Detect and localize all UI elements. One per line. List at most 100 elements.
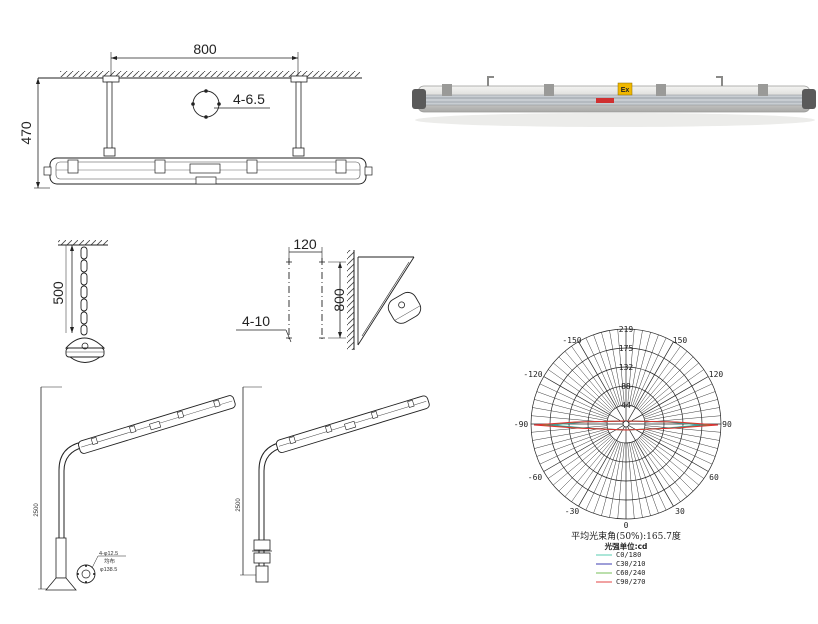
polar-angle-label-neg90: -90 xyxy=(514,420,529,429)
pole-base-note-2: 均布 xyxy=(104,557,116,565)
dim-bracket-holes: 4-10 xyxy=(242,313,270,329)
dim-span: 800 xyxy=(193,41,217,57)
polar-ring-label-132: 132 xyxy=(619,363,634,372)
wall-bracket-drawing: 120 800 4-10 xyxy=(236,236,422,350)
polar-spoke xyxy=(636,439,681,502)
polar-spoke xyxy=(629,330,643,406)
polar-spoke xyxy=(643,430,716,457)
polar-ring-label-219: 219 xyxy=(619,325,634,334)
polar-curves xyxy=(533,420,719,431)
polar-ring-label-175: 175 xyxy=(619,344,634,353)
polar-spoke xyxy=(636,346,681,409)
pole-base-note-1: 4-φ12.5 xyxy=(99,551,118,557)
dim-pole-height-left: 2500 xyxy=(34,503,40,517)
polar-spoke xyxy=(627,329,635,406)
dim-bracket-spacing: 120 xyxy=(293,236,317,252)
polar-spoke xyxy=(601,332,622,406)
pole-mount-drawing-left: 2500 4-φ12.5 均布 φ138.5 xyxy=(34,386,236,591)
polar-spoke xyxy=(553,362,612,412)
polar-spoke xyxy=(629,442,643,518)
unit-caption: 光强单位:cd xyxy=(604,541,648,551)
polar-spoke xyxy=(571,346,616,409)
suspension-rod-left xyxy=(106,81,113,155)
polar-angle-label-neg60: -60 xyxy=(528,473,543,482)
polar-angle-label-120: 120 xyxy=(709,370,724,379)
polar-spoke xyxy=(638,351,688,410)
polar-angle-label-neg120: -120 xyxy=(523,370,542,379)
polar-spoke xyxy=(644,428,718,449)
ex-badge xyxy=(617,82,633,96)
polar-spoke xyxy=(617,329,625,406)
polar-spoke xyxy=(633,441,667,511)
polar-spoke xyxy=(531,425,608,433)
polar-spoke xyxy=(536,391,609,418)
product-photo: Ex xyxy=(412,76,816,127)
polar-spoke xyxy=(578,341,627,425)
polar-spoke xyxy=(617,442,625,519)
hole-detail xyxy=(192,90,220,118)
polar-angle-label-0: 0 xyxy=(624,521,629,530)
polar-spoke xyxy=(532,407,608,421)
polar-spoke xyxy=(633,337,667,407)
polar-curve-90 xyxy=(533,420,719,431)
beam-angle-caption: 平均光束角(50%):165.7度 xyxy=(571,530,681,542)
polar-spoke xyxy=(643,431,713,465)
pole-luminaire-left xyxy=(78,395,236,454)
polar-spoke xyxy=(627,442,635,519)
end-cap-left xyxy=(412,89,426,109)
warning-label xyxy=(596,98,614,103)
polar-spoke xyxy=(625,376,709,425)
polar-spoke xyxy=(644,407,720,421)
pole-luminaire-right xyxy=(275,395,430,453)
polar-spoke xyxy=(625,423,674,507)
dim-pole-height-right: 2500 xyxy=(236,498,242,512)
polar-spoke xyxy=(585,441,619,511)
chain-mount-drawing: 500 xyxy=(50,240,108,363)
polar-spoke xyxy=(558,356,613,411)
polar-spoke xyxy=(639,356,694,411)
polar-spoke xyxy=(641,434,704,479)
luminaire-wall-view xyxy=(387,291,422,324)
polar-spoke xyxy=(644,399,718,420)
polar-spoke xyxy=(548,369,611,414)
polar-spoke xyxy=(625,341,674,425)
polar-spoke xyxy=(558,437,613,492)
polar-spoke xyxy=(638,438,688,497)
polar-spoke xyxy=(539,383,609,417)
ex-badge-text: Ex xyxy=(621,87,630,94)
polar-spoke xyxy=(630,332,651,406)
suspension-rod-right xyxy=(295,81,302,155)
polar-spoke xyxy=(578,423,627,507)
polar-spoke xyxy=(539,431,609,465)
polar-spoke xyxy=(534,399,608,420)
polar-spoke xyxy=(601,442,622,516)
legend-label-c0: C0/180 xyxy=(616,551,641,559)
polar-spoke xyxy=(639,437,694,492)
polar-spoke xyxy=(625,423,709,472)
polar-angle-label-neg30: -30 xyxy=(565,507,580,516)
polar-ring-label-44: 44 xyxy=(621,401,631,410)
polar-angle-label-150: 150 xyxy=(673,336,688,345)
polar-spoke xyxy=(534,428,608,449)
polar-spoke xyxy=(641,369,704,414)
polar-spoke xyxy=(543,376,627,425)
pole-base-note-3: φ138.5 xyxy=(100,567,117,573)
pole-mount-drawing-right: 2500 xyxy=(236,386,430,583)
legend-label-c90: C90/270 xyxy=(616,578,646,586)
polar-spoke xyxy=(548,434,611,479)
polar-spoke xyxy=(643,383,713,417)
polar-spoke xyxy=(632,441,659,514)
legend-label-c30: C30/210 xyxy=(616,560,646,568)
polar-spoke xyxy=(593,441,620,514)
polar-spoke xyxy=(609,330,623,406)
polar-spoke xyxy=(553,436,612,486)
polar-spoke xyxy=(543,423,627,472)
polar-spoke xyxy=(536,430,609,457)
polar-spoke xyxy=(532,427,608,441)
polar-spoke xyxy=(585,337,619,407)
legend-label-c60: C60/240 xyxy=(616,569,646,577)
polar-spoke xyxy=(640,362,699,412)
dim-holes: 4-6.5 xyxy=(233,91,265,107)
polar-spoke xyxy=(640,436,699,486)
